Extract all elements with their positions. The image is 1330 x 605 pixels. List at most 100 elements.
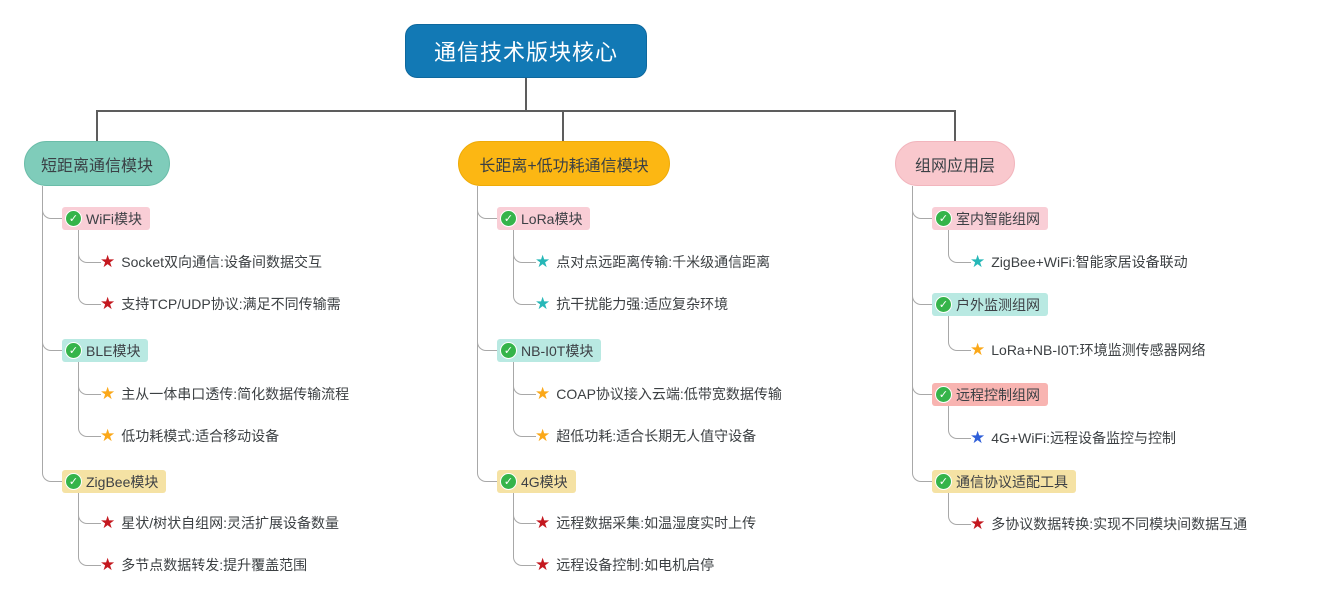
leaf-item[interactable]: ★ 支持TCP/UDP协议:满足不同传输需	[100, 293, 341, 315]
leaf-label: 多协议数据转换:实现不同模块间数据互通	[991, 516, 1248, 532]
leaf-label: 远程设备控制:如电机启停	[556, 557, 715, 573]
leaf-item[interactable]: ★ 点对点远距离传输:千米级通信距离	[535, 251, 770, 273]
star-icon: ★	[100, 512, 116, 532]
star-icon: ★	[100, 554, 116, 574]
star-icon: ★	[535, 554, 551, 574]
star-icon: ★	[535, 425, 551, 445]
leaf-item[interactable]: ★ ZigBee+WiFi:智能家居设备联动	[970, 251, 1188, 273]
connector-elbow	[513, 230, 536, 305]
branch-long-range-node[interactable]: 长距离+低功耗通信模块	[458, 141, 670, 186]
star-icon: ★	[100, 293, 116, 313]
check-circle-icon: ✓	[65, 342, 82, 359]
topic-outdoor-network[interactable]: ✓ 户外监测组网	[932, 293, 1048, 316]
star-icon: ★	[535, 251, 551, 271]
topic-label: LoRa模块	[521, 210, 583, 227]
check-circle-icon: ✓	[935, 296, 952, 313]
connector-elbow	[477, 186, 498, 482]
topic-remote-control-network[interactable]: ✓ 远程控制组网	[932, 383, 1048, 406]
connector-drop-branch2	[562, 111, 564, 141]
leaf-item[interactable]: ★ 远程数据采集:如温湿度实时上传	[535, 512, 756, 534]
connector-elbow	[513, 362, 536, 437]
branch-label: 短距离通信模块	[40, 157, 153, 175]
topic-wifi-module[interactable]: ✓ WiFi模块	[62, 207, 150, 230]
star-icon: ★	[535, 293, 551, 313]
topic-label: 户外监测组网	[956, 296, 1040, 313]
topic-label: NB-I0T模块	[521, 342, 594, 359]
leaf-label: COAP协议接入云端:低带宽数据传输	[556, 386, 782, 402]
connector-main-rail	[96, 110, 956, 112]
topic-nbiot-module[interactable]: ✓ NB-I0T模块	[497, 339, 602, 362]
leaf-label: 点对点远距离传输:千米级通信距离	[556, 254, 771, 270]
star-icon: ★	[100, 425, 116, 445]
leaf-label: 支持TCP/UDP协议:满足不同传输需	[121, 296, 341, 312]
connector-drop-branch3	[954, 111, 956, 141]
check-circle-icon: ✓	[935, 386, 952, 403]
connector-elbow	[912, 186, 933, 482]
leaf-item[interactable]: ★ 低功耗模式:适合移动设备	[100, 425, 279, 447]
topic-label: 4G模块	[521, 473, 568, 490]
leaf-item[interactable]: ★ 主从一体串口透传:简化数据传输流程	[100, 383, 349, 405]
leaf-item[interactable]: ★ 星状/树状自组网:灵活扩展设备数量	[100, 512, 339, 534]
topic-4g-module[interactable]: ✓ 4G模块	[497, 470, 576, 493]
connector-elbow	[948, 316, 971, 351]
topic-protocol-adapter-tool[interactable]: ✓ 通信协议适配工具	[932, 470, 1076, 493]
check-circle-icon: ✓	[935, 473, 952, 490]
star-icon: ★	[535, 383, 551, 403]
topic-label: BLE模块	[86, 342, 141, 359]
topic-label: WiFi模块	[86, 210, 142, 227]
leaf-label: 抗干扰能力强:适应复杂环境	[556, 296, 729, 312]
star-icon: ★	[100, 383, 116, 403]
star-icon: ★	[970, 339, 986, 359]
check-circle-icon: ✓	[65, 210, 82, 227]
topic-label: 室内智能组网	[956, 210, 1040, 227]
leaf-item[interactable]: ★ 抗干扰能力强:适应复杂环境	[535, 293, 728, 315]
leaf-item[interactable]: ★ 远程设备控制:如电机启停	[535, 554, 714, 576]
leaf-item[interactable]: ★ COAP协议接入云端:低带宽数据传输	[535, 383, 782, 405]
check-circle-icon: ✓	[935, 210, 952, 227]
check-circle-icon: ✓	[65, 473, 82, 490]
leaf-label: 主从一体串口透传:简化数据传输流程	[121, 386, 350, 402]
check-circle-icon: ✓	[500, 210, 517, 227]
check-circle-icon: ✓	[500, 473, 517, 490]
connector-elbow	[948, 406, 971, 439]
connector-root-stem	[525, 76, 527, 111]
leaf-label: Socket双向通信:设备间数据交互	[121, 254, 322, 270]
topic-ble-module[interactable]: ✓ BLE模块	[62, 339, 149, 362]
leaf-item[interactable]: ★ 多节点数据转发:提升覆盖范围	[100, 554, 307, 576]
topic-label: ZigBee模块	[86, 473, 159, 490]
topic-label: 通信协议适配工具	[956, 473, 1068, 490]
connector-elbow	[78, 493, 101, 566]
branch-short-range-node[interactable]: 短距离通信模块	[24, 141, 170, 186]
connector-elbow	[948, 230, 971, 263]
connector-elbow	[42, 186, 63, 482]
leaf-label: 4G+WiFi:远程设备监控与控制	[991, 430, 1176, 446]
star-icon: ★	[970, 427, 986, 447]
connector-elbow	[78, 362, 101, 437]
leaf-item[interactable]: ★ 4G+WiFi:远程设备监控与控制	[970, 427, 1176, 449]
branch-network-layer-node[interactable]: 组网应用层	[895, 141, 1015, 186]
leaf-item[interactable]: ★ Socket双向通信:设备间数据交互	[100, 251, 322, 273]
leaf-item[interactable]: ★ 多协议数据转换:实现不同模块间数据互通	[970, 513, 1247, 535]
star-icon: ★	[970, 513, 986, 533]
leaf-label: 低功耗模式:适合移动设备	[121, 428, 280, 444]
branch-label: 长距离+低功耗通信模块	[479, 157, 649, 175]
leaf-item[interactable]: ★ LoRa+NB-I0T:环境监测传感器网络	[970, 339, 1206, 361]
connector-drop-branch1	[96, 111, 98, 141]
topic-zigbee-module[interactable]: ✓ ZigBee模块	[62, 470, 167, 493]
root-node[interactable]: 通信技术版块核心	[405, 24, 647, 78]
connector-elbow	[948, 493, 971, 525]
connector-elbow	[78, 230, 101, 305]
leaf-item[interactable]: ★ 超低功耗:适合长期无人值守设备	[535, 425, 756, 447]
leaf-label: 远程数据采集:如温湿度实时上传	[556, 515, 757, 531]
topic-lora-module[interactable]: ✓ LoRa模块	[497, 207, 591, 230]
leaf-label: LoRa+NB-I0T:环境监测传感器网络	[991, 342, 1206, 358]
connector-elbow	[513, 493, 536, 566]
leaf-label: 星状/树状自组网:灵活扩展设备数量	[121, 515, 340, 531]
topic-indoor-network[interactable]: ✓ 室内智能组网	[932, 207, 1048, 230]
star-icon: ★	[535, 512, 551, 532]
topic-label: 远程控制组网	[956, 386, 1040, 403]
root-label: 通信技术版块核心	[433, 40, 618, 65]
check-circle-icon: ✓	[500, 342, 517, 359]
star-icon: ★	[970, 251, 986, 271]
